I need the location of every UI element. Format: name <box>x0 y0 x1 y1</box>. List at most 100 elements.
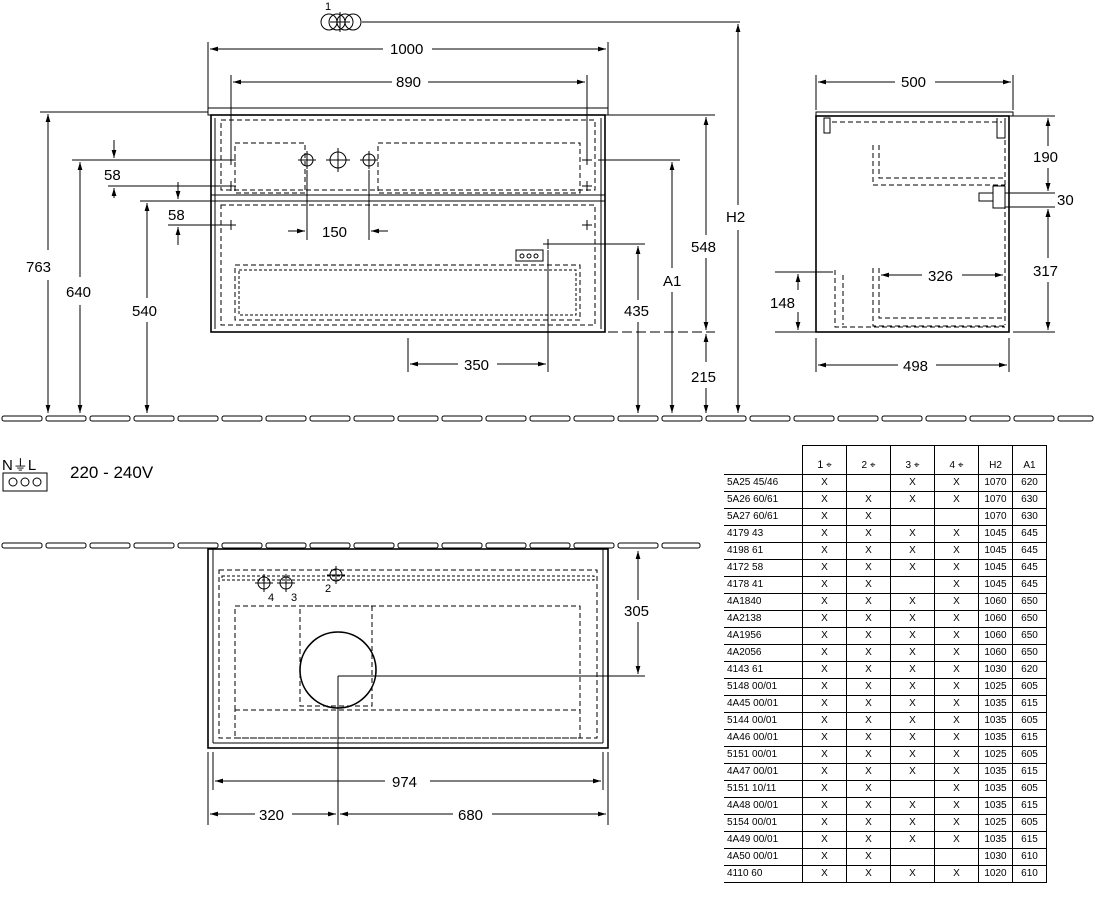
fixing-point-markers <box>226 155 592 249</box>
floor-segment <box>485 415 527 422</box>
table-cell-3: X <box>890 746 935 764</box>
dim-58-lower: 58 <box>168 207 185 224</box>
table-cell-1: X <box>802 627 847 645</box>
floor-segment <box>265 415 307 422</box>
tap-hole-label-2: 2 <box>325 583 331 595</box>
table-cell-2: X <box>846 814 891 832</box>
dim-width-1000: 1000 <box>390 41 423 58</box>
dim-side-148: 148 <box>770 295 795 312</box>
table-cell-1: X <box>802 865 847 883</box>
table-cell-4: X <box>934 831 979 849</box>
table-cell-h2: 1035 <box>978 695 1013 713</box>
table-cell-h2: 1025 <box>978 746 1013 764</box>
table-model: 5A27 60/61 <box>724 508 803 526</box>
table-cell-1: X <box>802 780 847 798</box>
floor-segment <box>881 415 923 422</box>
table-cell-h2: 1070 <box>978 474 1013 492</box>
label-h2: H2 <box>726 209 745 226</box>
table-cell-2: X <box>846 831 891 849</box>
table-cell-a1: 645 <box>1012 542 1047 560</box>
table-cell-2: X <box>846 491 891 509</box>
table-cell-2: X <box>846 797 891 815</box>
table-cell-h2: 1045 <box>978 542 1013 560</box>
floor-segment <box>221 542 263 549</box>
voltage-label: 220 - 240V <box>70 463 154 482</box>
table-cell-a1: 610 <box>1012 865 1047 883</box>
table-cell-h2: 1030 <box>978 661 1013 679</box>
table-cell-a1: 620 <box>1012 661 1047 679</box>
table-cell-h2: 1060 <box>978 627 1013 645</box>
table-cell-a1: 615 <box>1012 695 1047 713</box>
dim-top-680: 680 <box>458 807 483 824</box>
dim-548: 548 <box>691 239 716 256</box>
table-cell-4: X <box>934 797 979 815</box>
table-cell-3: X <box>890 695 935 713</box>
table-cell-a1: 615 <box>1012 763 1047 781</box>
table-cell-2: X <box>846 627 891 645</box>
front-view: 1 1000 890 <box>26 1 745 413</box>
table-cell-4: X <box>934 576 979 594</box>
floor-segment <box>133 415 175 422</box>
table-cell-a1: 620 <box>1012 474 1047 492</box>
table-cell-h2: 1045 <box>978 576 1013 594</box>
floor-segment <box>573 415 615 422</box>
floor-segment <box>221 415 263 422</box>
table-cell-a1: 645 <box>1012 559 1047 577</box>
table-cell-3: X <box>890 831 935 849</box>
table-cell-2: X <box>846 644 891 662</box>
floor-segment <box>441 415 483 422</box>
table-cell-1: X <box>802 729 847 747</box>
floor-segment <box>793 415 835 422</box>
label-a1: A1 <box>663 273 681 290</box>
table-cell-4: X <box>934 780 979 798</box>
dim-150: 150 <box>322 224 347 241</box>
table-cell-1: X <box>802 491 847 509</box>
table-cell-3: X <box>890 763 935 781</box>
table-header-3: 3 ⌖ <box>890 445 935 475</box>
floor-line <box>1 415 1094 422</box>
table-cell-3 <box>890 576 935 594</box>
table-cell-h2: 1045 <box>978 559 1013 577</box>
table-model: 4A49 00/01 <box>724 831 803 849</box>
table-cell-4: X <box>934 712 979 730</box>
table-cell-a1: 615 <box>1012 729 1047 747</box>
table-cell-3: X <box>890 678 935 696</box>
table-cell-4: X <box>934 525 979 543</box>
outlet-number-label: 1 <box>325 1 331 13</box>
table-cell-a1: 650 <box>1012 627 1047 645</box>
table-cell-2: X <box>846 525 891 543</box>
floor-segment <box>309 415 351 422</box>
table-cell-4: X <box>934 610 979 628</box>
floor-segment <box>45 542 87 549</box>
table-cell-1: X <box>802 593 847 611</box>
table-cell-2: X <box>846 559 891 577</box>
table-model: 5148 00/01 <box>724 678 803 696</box>
outlet-symbol-icon: 1 <box>320 1 740 32</box>
table-cell-2: X <box>846 695 891 713</box>
table-cell-h2: 1070 <box>978 491 1013 509</box>
table-cell-1: X <box>802 712 847 730</box>
table-cell-1: X <box>802 814 847 832</box>
table-cell-a1: 605 <box>1012 814 1047 832</box>
table-cell-h2: 1060 <box>978 644 1013 662</box>
floor-segment <box>1013 415 1055 422</box>
table-model: 5151 00/01 <box>724 746 803 764</box>
floor-segment <box>397 415 439 422</box>
floor-segment <box>705 415 747 422</box>
table-model: 4179 43 <box>724 525 803 543</box>
table-model: 4A48 00/01 <box>724 797 803 815</box>
floor-segment <box>353 415 395 422</box>
table-cell-3: X <box>890 610 935 628</box>
table-cell-3: X <box>890 865 935 883</box>
table-header-2: 2 ⌖ <box>846 445 891 475</box>
